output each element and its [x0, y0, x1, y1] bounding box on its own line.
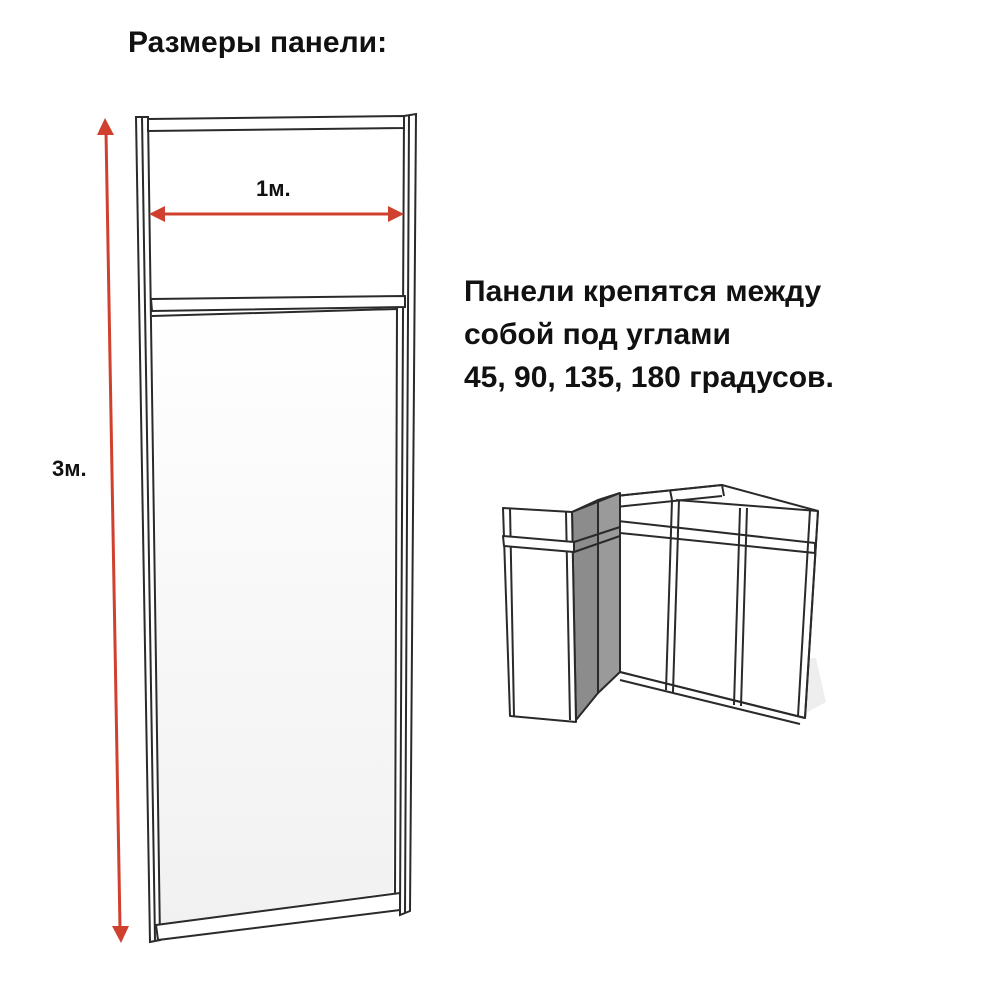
grey-panel-2 — [597, 492, 621, 694]
description-line-3: 45, 90, 135, 180 градусов. — [464, 361, 834, 394]
width-label: 1м. — [256, 176, 291, 201]
single-panel — [134, 112, 418, 944]
description-line-1: Панели крепятся между — [464, 275, 822, 308]
page-title: Размеры панели: — [128, 26, 388, 59]
width-arrow — [149, 206, 404, 222]
panel-lower-fill — [155, 306, 396, 925]
panel-bottom-rail — [154, 891, 401, 942]
description-line-2: собой под углами — [464, 318, 731, 351]
height-arrow — [97, 118, 129, 943]
panel-top-rail — [147, 114, 405, 133]
right-wall — [615, 484, 819, 719]
panel-middle-rail — [149, 294, 406, 313]
assembled-panels — [502, 484, 826, 725]
height-label: 3м. — [52, 456, 87, 481]
panel-right-post — [398, 112, 418, 917]
description-text: Панели крепятся между собой под углами 4… — [464, 270, 834, 399]
front-left-panel — [502, 507, 577, 723]
